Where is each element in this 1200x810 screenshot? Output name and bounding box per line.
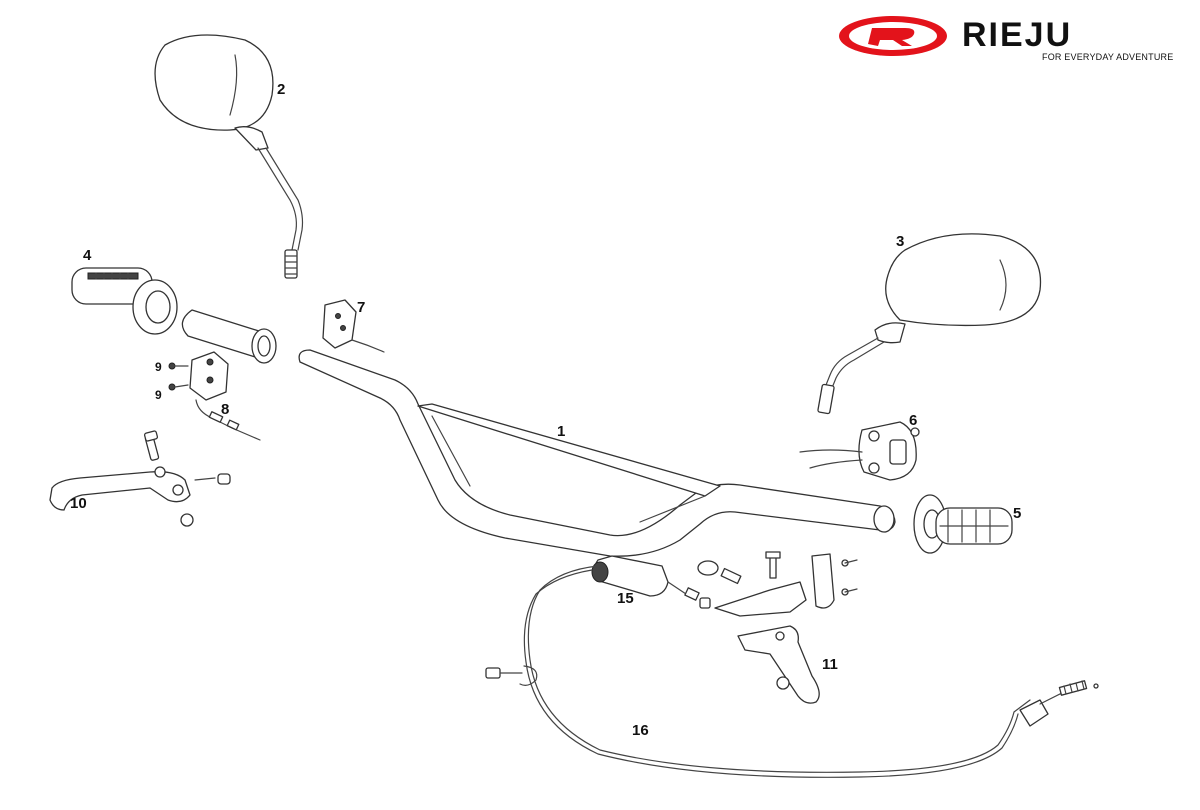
left-grip [71, 267, 178, 335]
label-part-8: 8 [221, 401, 229, 418]
right-lever [737, 625, 820, 704]
label-part-1: 1 [557, 423, 565, 440]
brand-wordmark: RIEJU [962, 16, 1073, 54]
screw-upper [168, 362, 189, 370]
label-part-5: 5 [1013, 505, 1021, 522]
right-switch-housing [799, 421, 920, 481]
label-part-15: 15 [617, 590, 634, 607]
right-mirror [817, 233, 1042, 415]
label-part-4: 4 [83, 247, 92, 264]
label-part-16: 16 [632, 722, 649, 739]
label-part-6: 6 [909, 412, 917, 429]
label-part-2: 2 [277, 81, 285, 98]
right-grip [913, 494, 1013, 554]
handlebar [298, 349, 896, 557]
brand-tagline: FOR EVERYDAY ADVENTURE [1042, 52, 1174, 62]
clutch-perch-parts [591, 551, 858, 617]
screw-lower [168, 383, 189, 391]
label-part-3: 3 [896, 233, 904, 250]
left-mirror [154, 34, 304, 279]
throttle-tube [181, 309, 277, 364]
label-part-7: 7 [357, 299, 365, 316]
brand-logo-mark-icon [839, 16, 947, 56]
throttle-clamp-with-cable [189, 351, 261, 441]
throttle-housing [322, 299, 385, 353]
label-part-9b: 9 [155, 388, 162, 402]
label-part-10: 10 [70, 495, 87, 512]
label-part-11: 11 [822, 656, 838, 673]
left-lever [49, 430, 231, 527]
label-part-9a: 9 [155, 360, 162, 374]
clutch-cable [485, 565, 1099, 778]
